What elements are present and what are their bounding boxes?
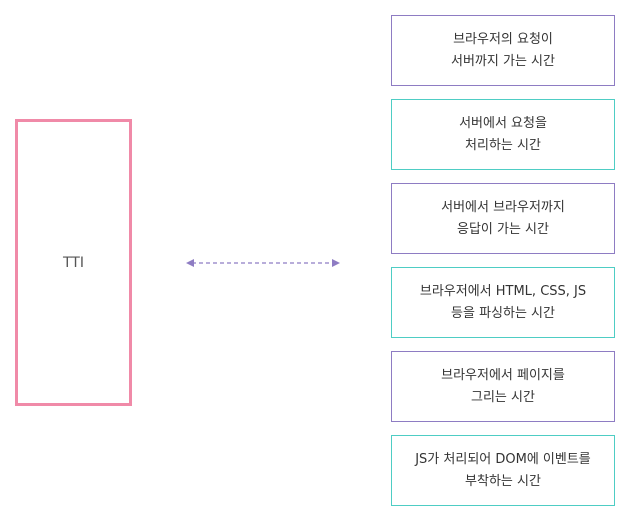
step-line: JS가 처리되어 DOM에 이벤트를 [415, 451, 591, 467]
step-response-to-browser: 서버에서 브라우저까지 응답이 가는 시간 [391, 183, 615, 254]
step-line: 응답이 가는 시간 [456, 221, 549, 237]
step-line: 부착하는 시간 [465, 473, 541, 489]
step-line: 등을 파싱하는 시간 [451, 305, 555, 321]
tti-label: TTI [63, 254, 84, 271]
step-line: 서버까지 가는 시간 [451, 53, 555, 69]
step-line: 브라우저에서 HTML, CSS, JS [419, 283, 587, 299]
step-server-processing: 서버에서 요청을 처리하는 시간 [391, 99, 615, 170]
step-line: 브라우저에서 페이지를 [441, 367, 565, 383]
step-event-attaching: JS가 처리되어 DOM에 이벤트를 부착하는 시간 [391, 435, 615, 506]
step-request-to-server: 브라우저의 요청이 서버까지 가는 시간 [391, 15, 615, 86]
step-line: 서버에서 요청을 [459, 115, 547, 131]
step-line: 브라우저의 요청이 [453, 31, 553, 47]
step-painting: 브라우저에서 페이지를 그리는 시간 [391, 351, 615, 422]
step-line: 그리는 시간 [471, 389, 535, 405]
step-parsing: 브라우저에서 HTML, CSS, JS 등을 파싱하는 시간 [391, 267, 615, 338]
double-arrow-connector [186, 259, 340, 267]
tti-box: TTI [15, 119, 132, 406]
step-line: 서버에서 브라우저까지 [441, 199, 565, 215]
step-line: 처리하는 시간 [465, 137, 541, 153]
